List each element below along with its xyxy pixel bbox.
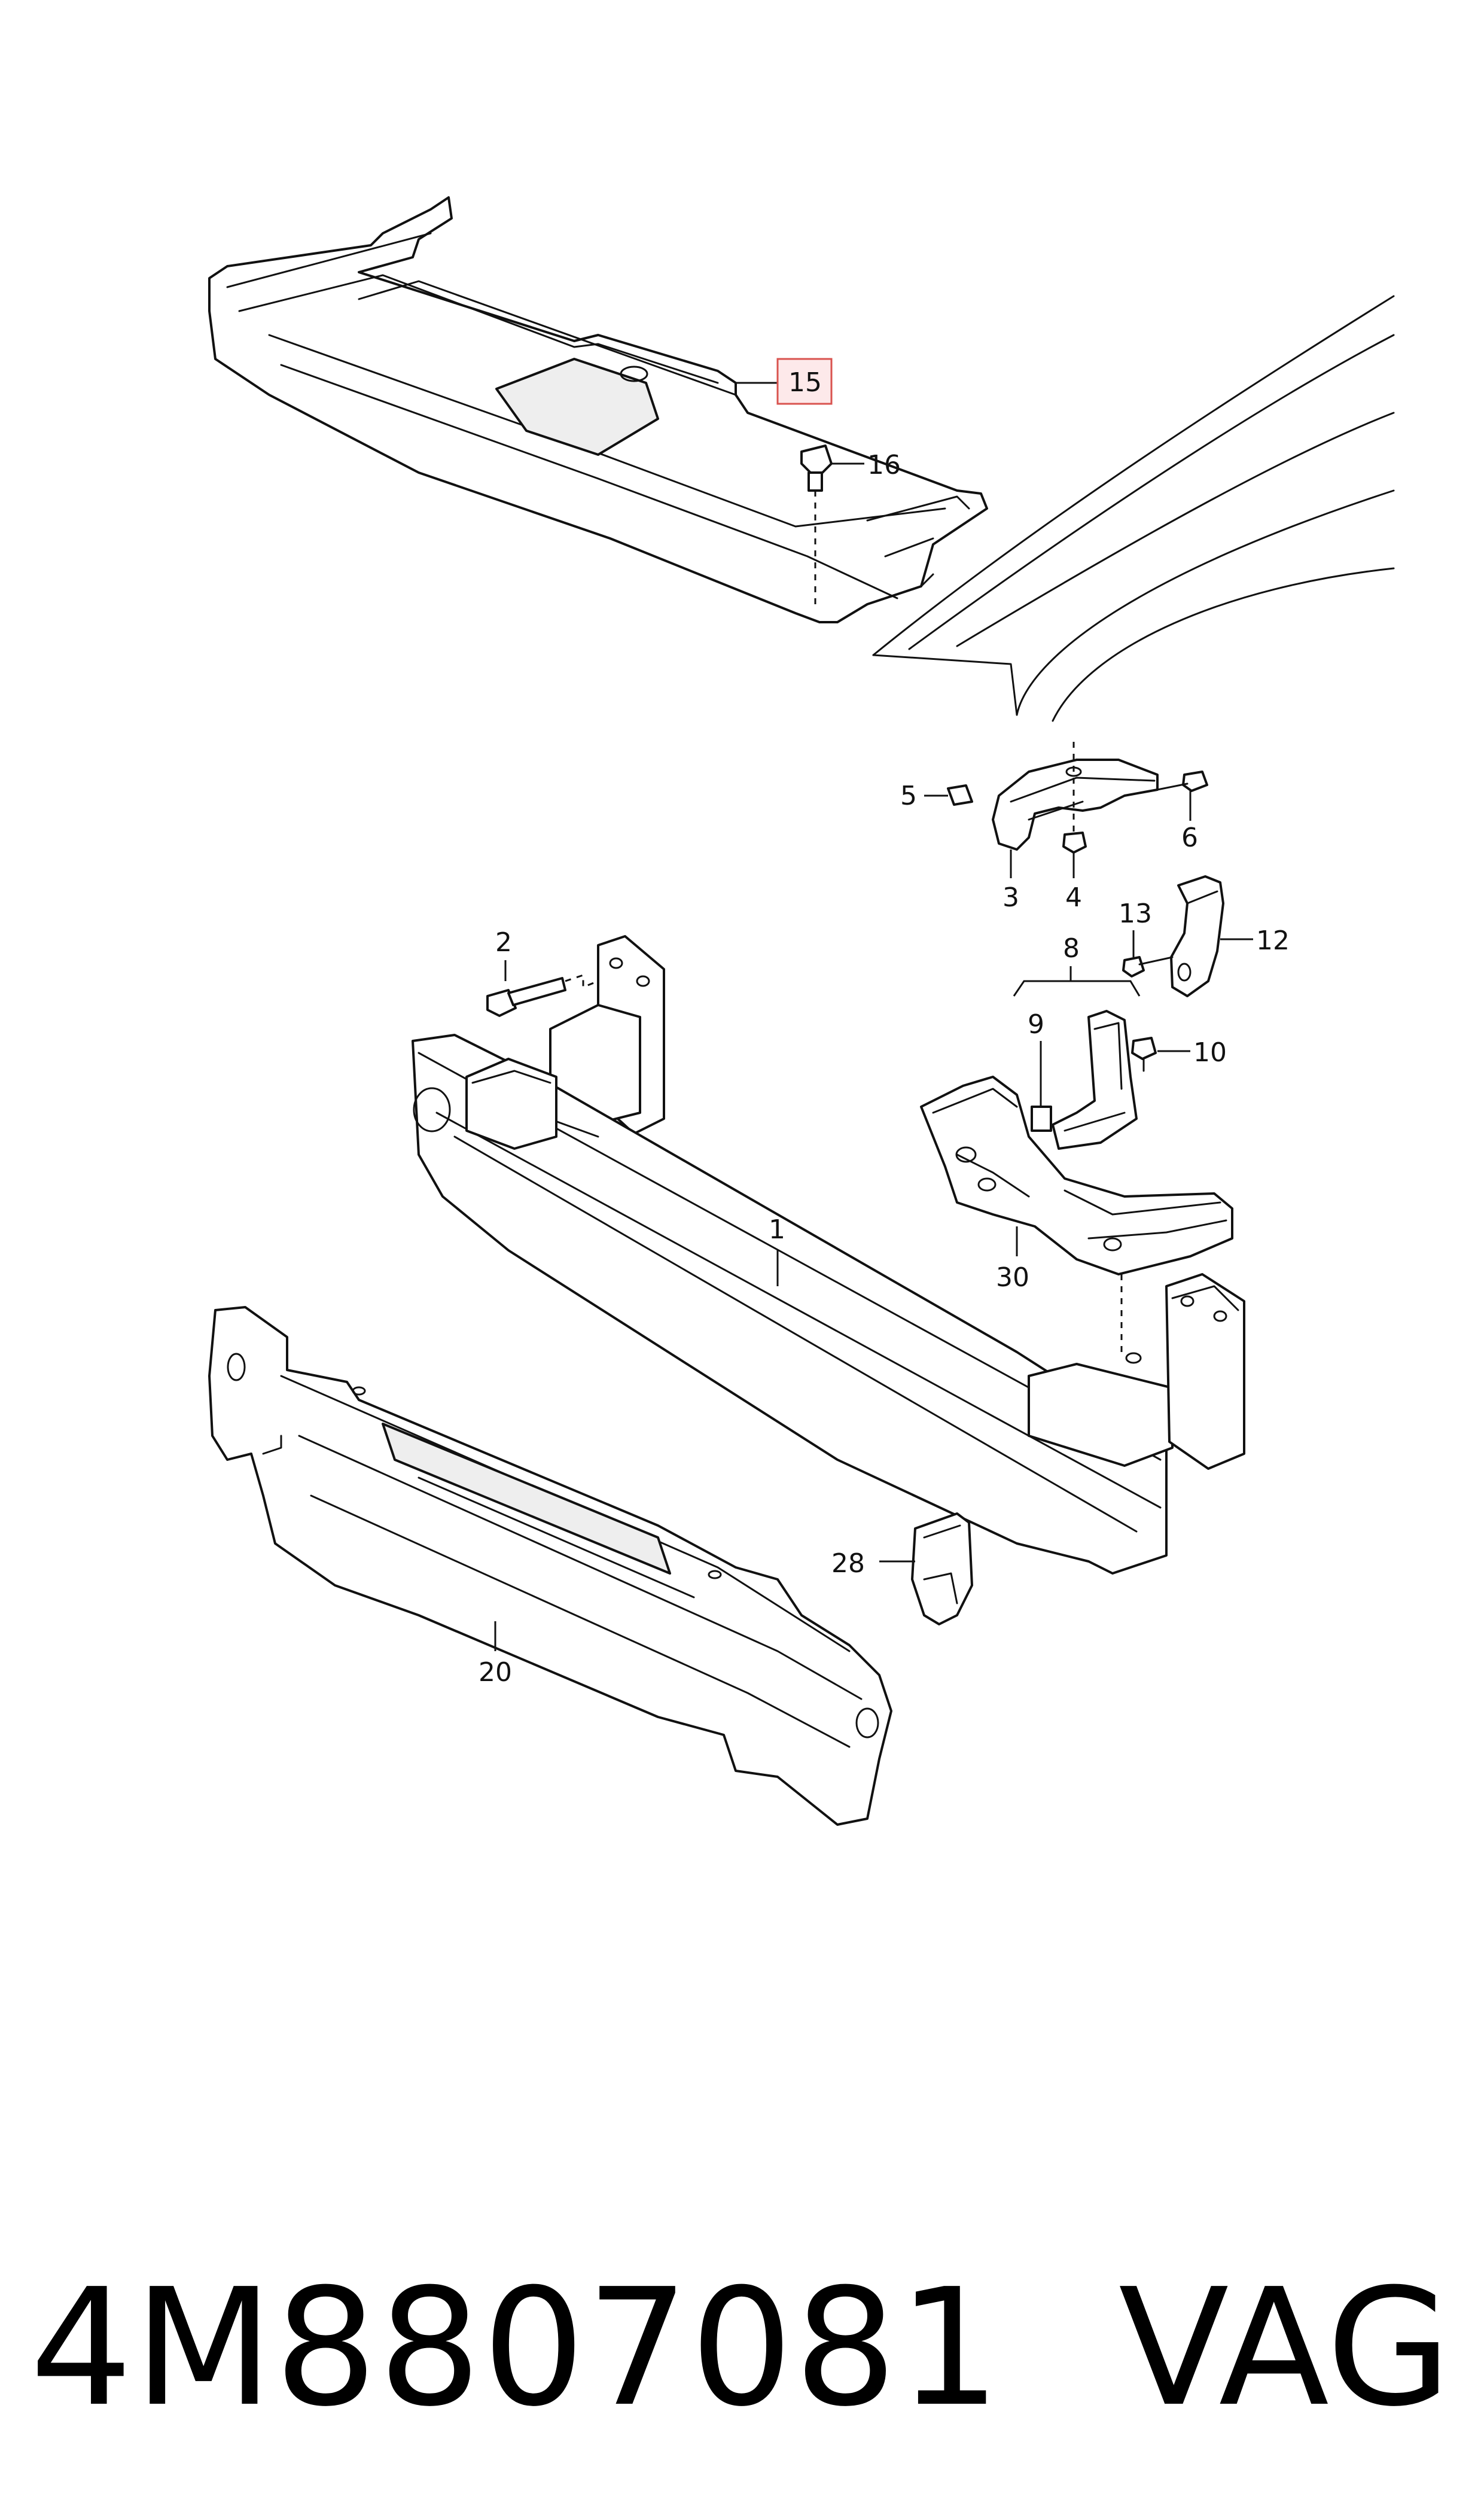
part-6-bolt xyxy=(1156,771,1208,792)
callout-13: 13 xyxy=(1119,899,1152,929)
part-5-clip xyxy=(947,784,973,806)
bracket-8 xyxy=(1013,980,1141,997)
part-3-bracket xyxy=(992,759,1159,851)
callout-2: 2 xyxy=(495,927,512,958)
callout-30: 30 xyxy=(996,1262,1029,1293)
callout-16: 16 xyxy=(867,450,901,480)
part-13-screw xyxy=(1122,956,1174,978)
part-12-bracket xyxy=(1170,875,1224,997)
callout-10: 10 xyxy=(1193,1037,1227,1068)
part-4-nut xyxy=(1062,832,1087,854)
part-15-upper-cover xyxy=(208,196,988,623)
fender-outline xyxy=(872,295,1395,722)
part-9-stud xyxy=(1031,1106,1052,1132)
callout-8: 8 xyxy=(1063,933,1080,964)
brand-label: VAG xyxy=(1119,2254,1452,2442)
part-20-absorber xyxy=(208,1306,892,1826)
callout-9: 9 xyxy=(1028,1009,1044,1040)
part-16-clip xyxy=(800,444,833,604)
callout-3: 3 xyxy=(1002,882,1019,913)
part-30-bracket xyxy=(920,1076,1233,1275)
part-number-label: 4M8807081 xyxy=(30,2254,1002,2442)
part-1-bumper-beam xyxy=(412,935,1245,1575)
callout-20: 20 xyxy=(479,1657,512,1688)
callout-6: 6 xyxy=(1181,823,1198,853)
part-10-bolt xyxy=(1131,1037,1157,1072)
part-2-bolt xyxy=(486,977,566,1017)
callout-28: 28 xyxy=(831,1548,865,1579)
callout-5: 5 xyxy=(900,781,917,811)
callout-15: 15 xyxy=(788,367,822,398)
part-28-bracket xyxy=(911,1512,973,1625)
part-8-support xyxy=(1052,1010,1138,1150)
dash-2 xyxy=(565,973,599,989)
callout-4: 4 xyxy=(1065,882,1082,913)
callout-15-highlight xyxy=(776,358,833,405)
callout-12: 12 xyxy=(1256,925,1290,956)
callout-1: 1 xyxy=(769,1214,785,1245)
